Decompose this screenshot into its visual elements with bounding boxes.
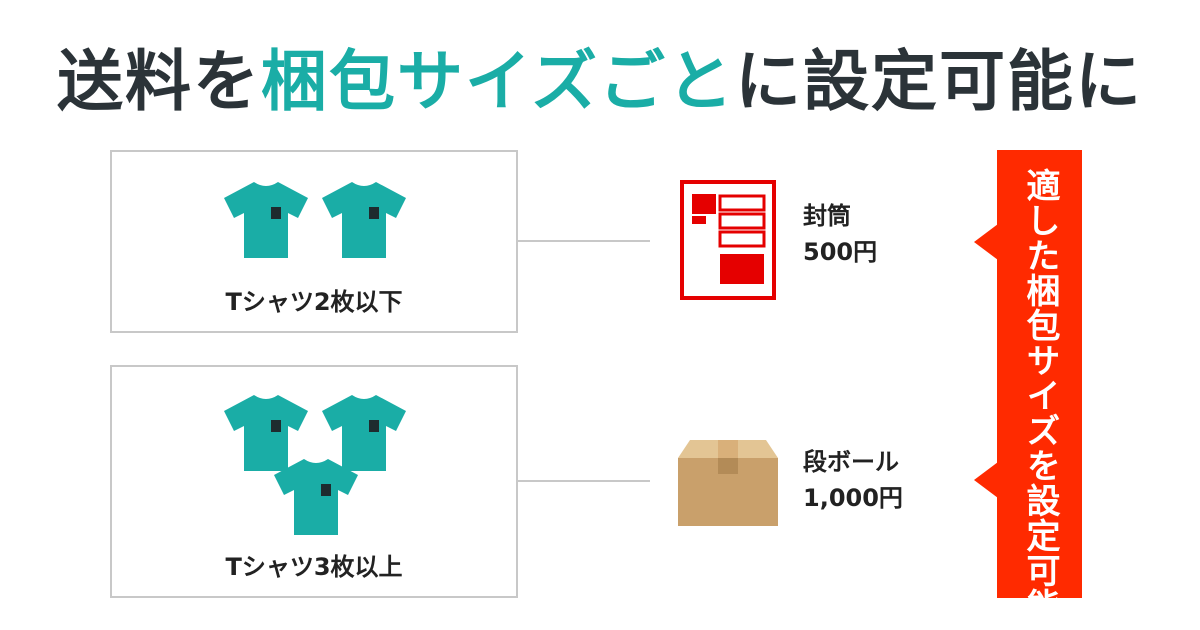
- tshirt-icon: [322, 395, 406, 471]
- banner-arrow: [974, 462, 998, 498]
- title-part-1: 送料を: [56, 43, 261, 120]
- tshirt-icon: [224, 395, 308, 471]
- feature-banner: 適した梱包サイズを設定可能: [997, 150, 1082, 623]
- tshirt-icon: [322, 182, 406, 258]
- package-name: 段ボール: [803, 448, 899, 476]
- title-part-2: に設定可能に: [735, 43, 1144, 120]
- package-price: 1,000円: [803, 484, 903, 512]
- page-title: 送料を梱包サイズごとに設定可能に: [0, 28, 1200, 124]
- card-label: Tシャツ3枚以上: [225, 553, 403, 581]
- package-price: 500円: [803, 238, 878, 266]
- cardboard-box-icon: [678, 440, 778, 526]
- card-two-or-fewer: Tシャツ2枚以下: [110, 150, 518, 333]
- package-box-label: 段ボール 1,000円: [803, 444, 903, 516]
- banner-text: 適した梱包サイズを設定可能: [1020, 168, 1060, 623]
- envelope-icon: [680, 180, 776, 300]
- title-highlight: 梱包サイズごと: [260, 43, 736, 120]
- package-envelope-label: 封筒 500円: [803, 198, 877, 270]
- banner-arrow: [974, 224, 998, 260]
- card-three-or-more: Tシャツ3枚以上: [110, 365, 518, 598]
- connector-line: [518, 240, 650, 242]
- tshirt-icon: [224, 182, 308, 258]
- package-name: 封筒: [803, 202, 851, 230]
- connector-line: [518, 480, 650, 482]
- tshirt-icon: [274, 459, 358, 535]
- card-label: Tシャツ2枚以下: [225, 288, 403, 316]
